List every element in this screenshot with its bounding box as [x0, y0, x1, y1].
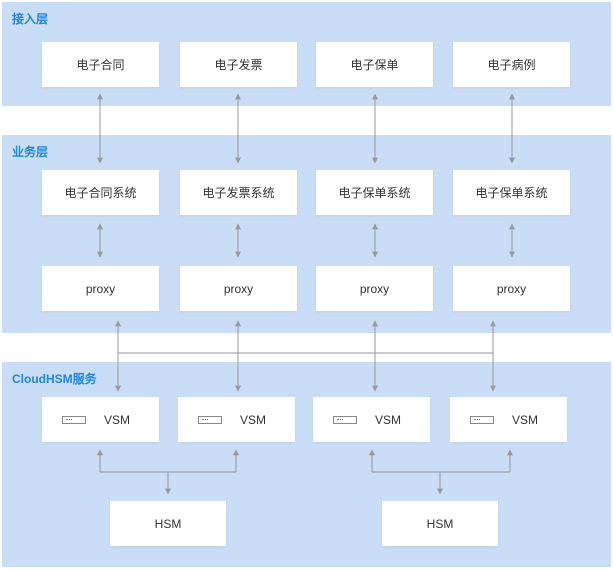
- vsm-box-2-label: VSM: [240, 412, 267, 427]
- vsm-box-1: VSM: [42, 397, 159, 442]
- server-icon: [62, 415, 86, 424]
- vsm-box-2: VSM: [178, 397, 295, 442]
- server-icon: [333, 415, 357, 424]
- access-box-e-medical-record: 电子病例: [453, 42, 570, 87]
- server-icon: [198, 415, 222, 424]
- access-box-e-policy: 电子保单: [316, 42, 433, 87]
- access-box-e-contract: 电子合同: [42, 42, 159, 87]
- proxy-box-2: proxy: [180, 266, 297, 311]
- vsm-box-3-label: VSM: [375, 412, 402, 427]
- system-box-4: 电子保单系统: [453, 170, 570, 215]
- vsm-box-4-label: VSM: [512, 412, 539, 427]
- vsm-box-1-label: VSM: [104, 412, 131, 427]
- hsm-box-left: HSM: [110, 501, 226, 546]
- vsm-box-3: VSM: [313, 397, 430, 442]
- system-box-e-contract: 电子合同系统: [42, 170, 159, 215]
- hsm-box-right: HSM: [382, 501, 498, 546]
- cloudhsm-layer-title: CloudHSM服务: [12, 372, 97, 386]
- system-box-e-invoice: 电子发票系统: [180, 170, 297, 215]
- access-box-e-invoice: 电子发票: [180, 42, 297, 87]
- access-layer-title: 接入层: [12, 12, 49, 26]
- proxy-box-3: proxy: [316, 266, 433, 311]
- system-box-e-policy: 电子保单系统: [316, 170, 433, 215]
- vsm-box-4: VSM: [450, 397, 567, 442]
- proxy-box-1: proxy: [42, 266, 159, 311]
- business-layer-title: 业务层: [12, 145, 49, 159]
- server-icon: [470, 415, 494, 424]
- proxy-box-4: proxy: [453, 266, 570, 311]
